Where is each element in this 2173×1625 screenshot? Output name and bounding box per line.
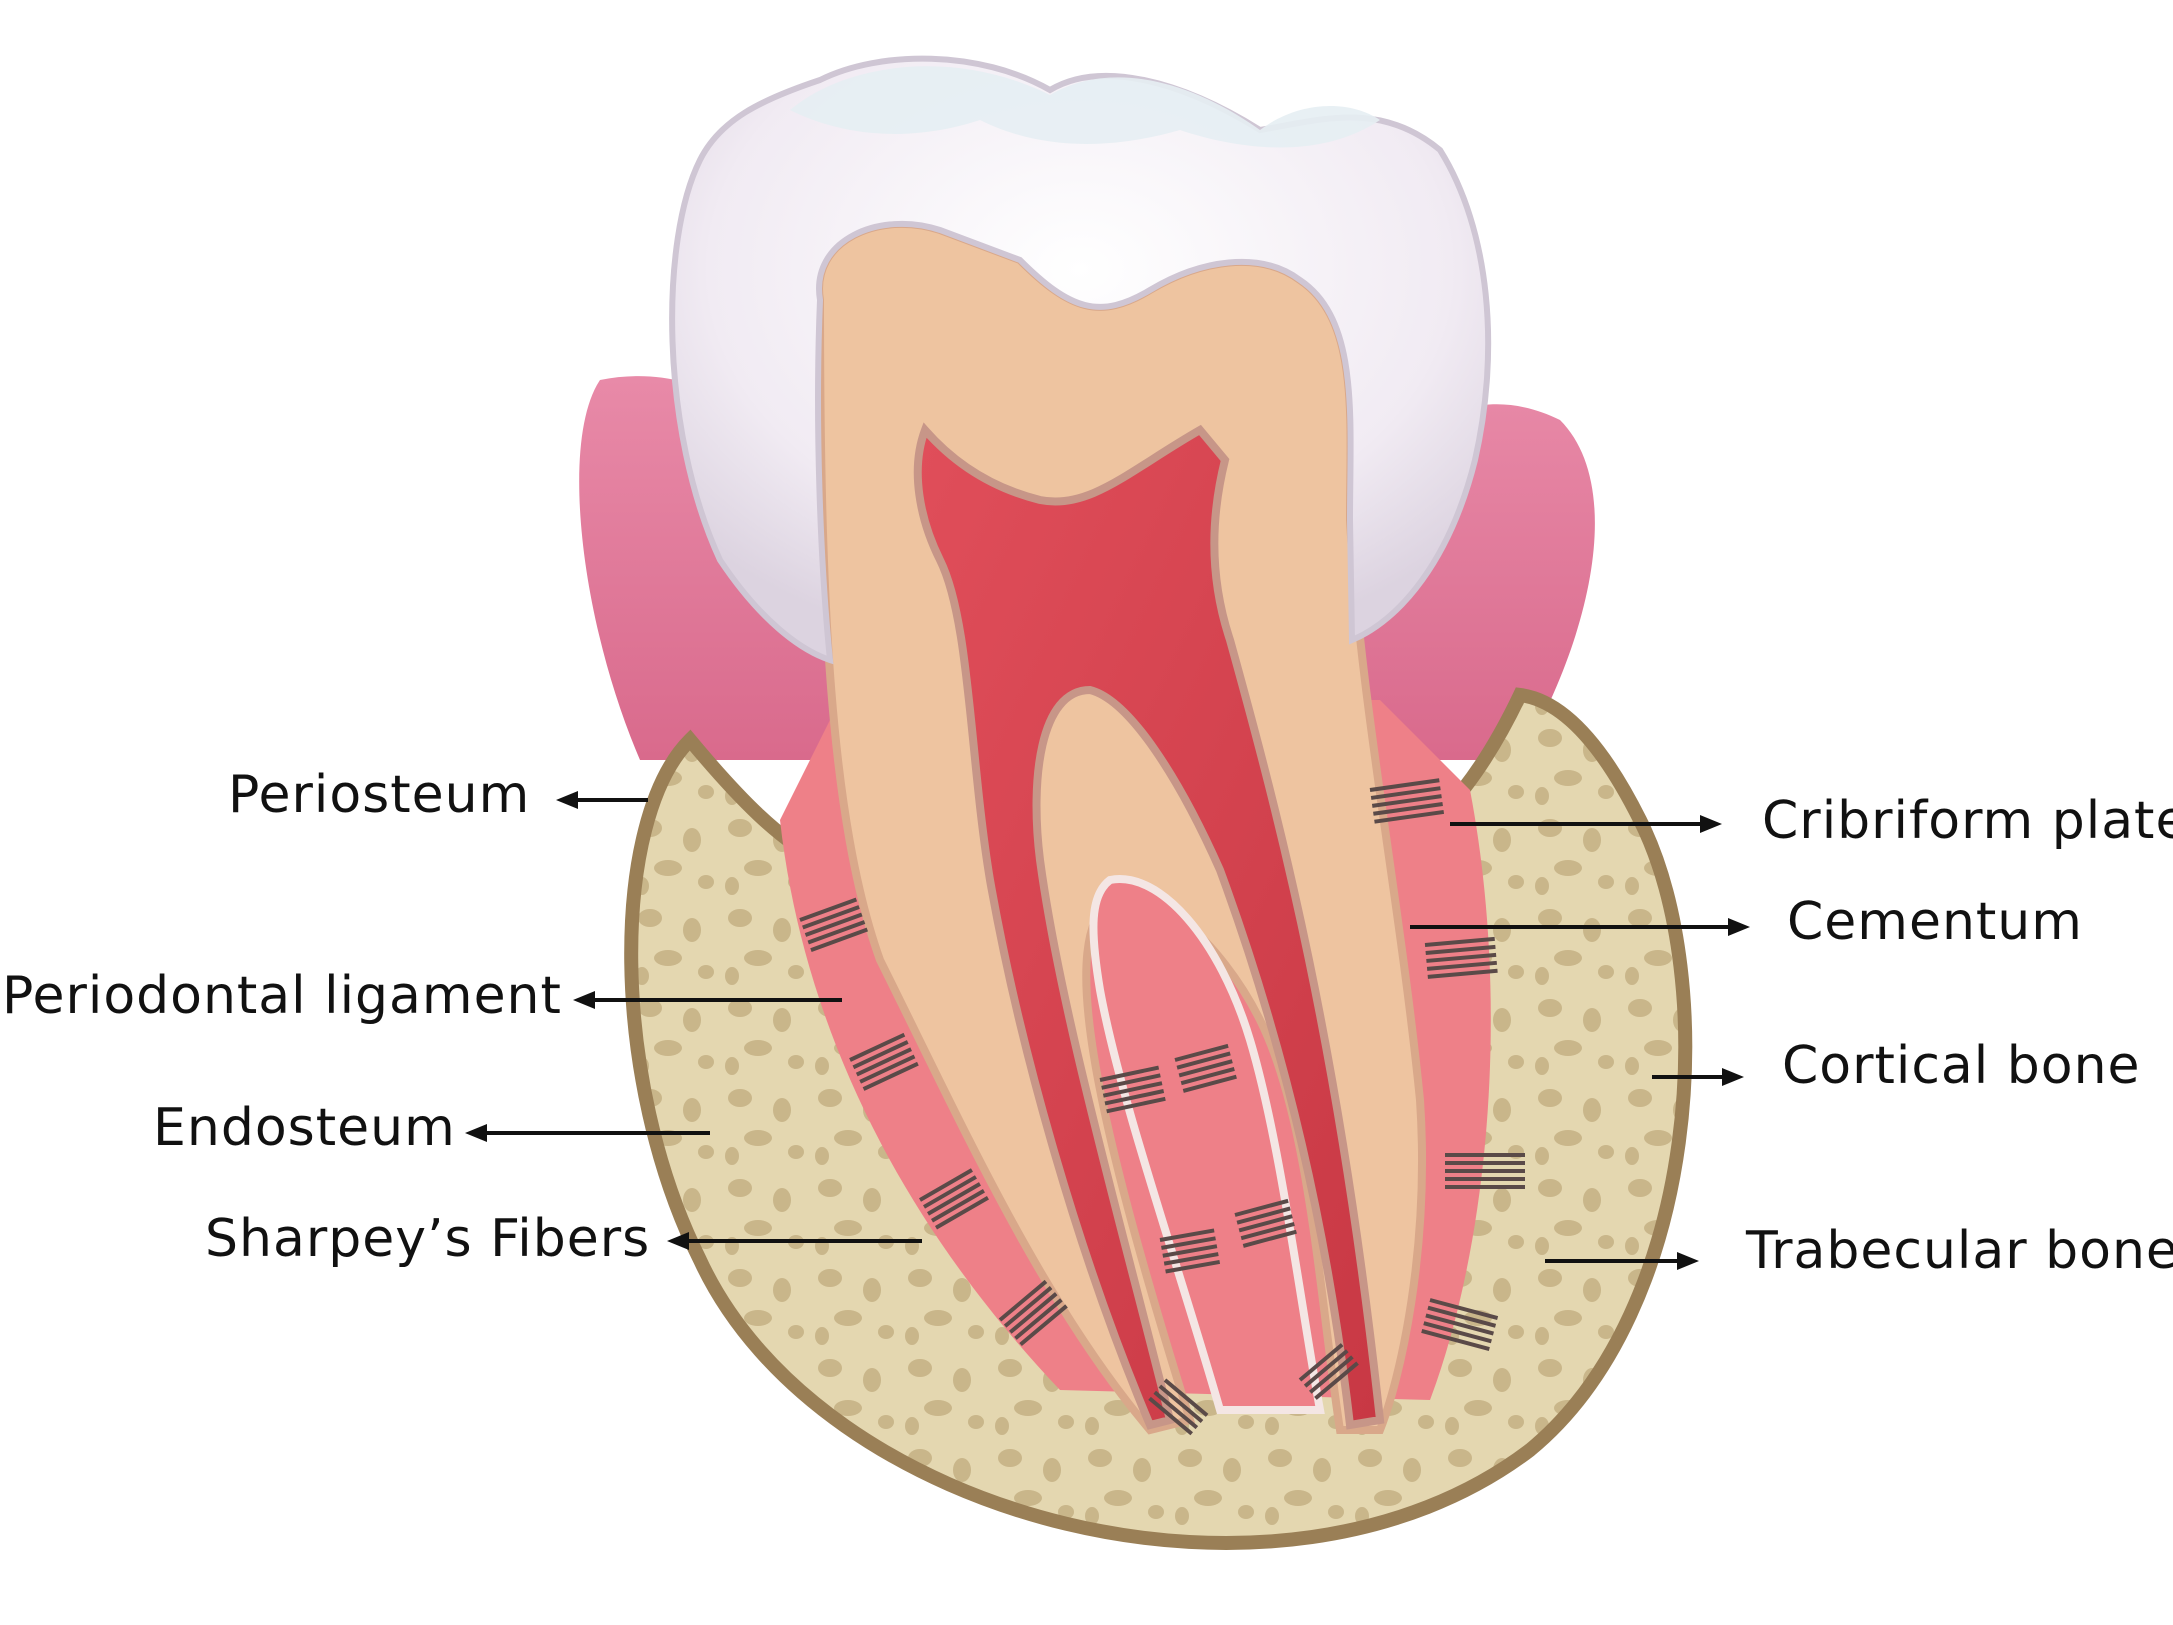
enamel	[669, 55, 1492, 665]
fiber-bundle	[1099, 1065, 1166, 1114]
fiber-bundle	[1234, 1198, 1297, 1248]
fiber-bundle	[1174, 1043, 1237, 1093]
fiber-bundle	[849, 1032, 919, 1091]
arrowhead-periosteum	[556, 791, 578, 809]
fiber-bundle	[919, 1168, 989, 1230]
fiber-bundle	[1369, 778, 1445, 824]
fiber-bundle	[1148, 1378, 1209, 1436]
pulp	[913, 422, 1385, 1430]
label-endosteum: Endosteum	[153, 1098, 456, 1158]
label-cribriform-plate: Cribriform plate	[1762, 791, 2173, 851]
fiber-bundle	[1159, 1228, 1221, 1274]
fiber-bundle	[998, 1279, 1068, 1347]
fiber-bundle	[1421, 1298, 1499, 1351]
fiber-bundle	[1298, 1343, 1359, 1400]
arrowhead-trabecular-bone	[1677, 1252, 1699, 1270]
arrowhead-cortical-bone	[1722, 1068, 1744, 1086]
arrowhead-cementum	[1728, 918, 1750, 936]
arrowhead-sharpeys-fibers	[667, 1232, 689, 1250]
arrowhead-periodontal-ligament	[573, 991, 595, 1009]
arrowhead-cribriform-plate	[1700, 815, 1722, 833]
enamel-occlusal-surface	[790, 66, 1380, 148]
fiber-bundle	[1424, 936, 1498, 979]
label-periodontal-ligament: Periodontal ligament	[2, 966, 562, 1026]
fiber-bundle	[799, 897, 869, 952]
fiber-bundle	[1445, 1153, 1525, 1189]
arrowhead-endosteum	[465, 1124, 487, 1142]
label-cementum: Cementum	[1787, 892, 2083, 952]
interradicular-ligament	[1089, 875, 1325, 1414]
label-trabecular-bone: Trabecular bone	[1745, 1221, 2173, 1281]
label-cortical-bone: Cortical bone	[1782, 1036, 2141, 1096]
sharpeys-fibers	[799, 778, 1525, 1436]
label-periosteum: Periosteum	[228, 765, 530, 825]
label-sharpeys-fibers: Sharpey’s Fibers	[205, 1209, 650, 1269]
